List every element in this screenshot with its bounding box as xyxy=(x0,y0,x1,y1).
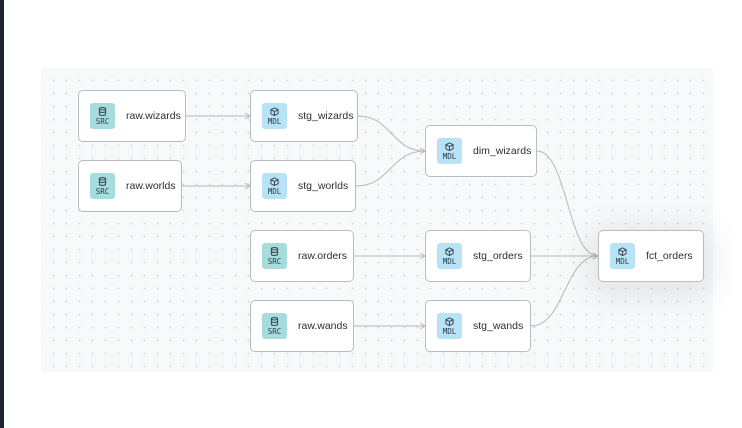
node-label: stg_worlds xyxy=(298,180,349,192)
badge-text: MDL xyxy=(442,151,457,161)
node-stg-wizards[interactable]: MDL stg_wizards xyxy=(250,90,358,142)
node-raw-orders[interactable]: SRC raw.orders xyxy=(250,230,354,282)
node-label: raw.orders xyxy=(298,250,348,262)
badge-text: MDL xyxy=(615,256,630,266)
node-label: stg_wands xyxy=(473,320,524,332)
node-label: dim_wizards xyxy=(473,145,532,157)
badge-text: MDL xyxy=(267,116,282,126)
node-fct-orders[interactable]: MDL fct_orders xyxy=(598,230,704,282)
cube-icon xyxy=(270,106,279,117)
cube-icon xyxy=(445,246,454,257)
source-badge: SRC xyxy=(90,103,115,129)
node-label: fct_orders xyxy=(646,250,693,262)
model-badge: MDL xyxy=(262,103,287,129)
badge-text: MDL xyxy=(442,326,457,336)
source-badge: SRC xyxy=(90,173,115,199)
node-stg-orders[interactable]: MDL stg_orders xyxy=(425,230,531,282)
badge-text: SRC xyxy=(95,116,110,126)
node-raw-wizards[interactable]: SRC raw.wizards xyxy=(78,90,186,142)
source-badge: SRC xyxy=(262,243,287,269)
badge-text: SRC xyxy=(95,186,110,196)
node-label: raw.wizards xyxy=(126,110,181,122)
node-stg-worlds[interactable]: MDL stg_worlds xyxy=(250,160,356,212)
node-dim-wizards[interactable]: MDL dim_wizards xyxy=(425,125,537,177)
cube-icon xyxy=(445,316,454,327)
badge-text: MDL xyxy=(442,256,457,266)
model-badge: MDL xyxy=(437,243,462,269)
database-icon xyxy=(98,176,107,187)
node-label: raw.worlds xyxy=(126,180,176,192)
database-icon xyxy=(270,246,279,257)
node-raw-worlds[interactable]: SRC raw.worlds xyxy=(78,160,182,212)
cube-icon xyxy=(445,141,454,152)
badge-text: MDL xyxy=(267,186,282,196)
node-label: raw.wands xyxy=(298,320,348,332)
node-label: stg_wizards xyxy=(298,110,354,122)
database-icon xyxy=(98,106,107,117)
node-raw-wands[interactable]: SRC raw.wands xyxy=(250,300,354,352)
window-edge xyxy=(0,0,4,428)
cube-icon xyxy=(270,176,279,187)
badge-text: SRC xyxy=(267,326,282,336)
cube-icon xyxy=(618,246,627,257)
node-stg-wands[interactable]: MDL stg_wands xyxy=(425,300,531,352)
source-badge: SRC xyxy=(262,313,287,339)
model-badge: MDL xyxy=(437,138,462,164)
model-badge: MDL xyxy=(262,173,287,199)
badge-text: SRC xyxy=(267,256,282,266)
model-badge: MDL xyxy=(610,243,635,269)
node-label: stg_orders xyxy=(473,250,523,262)
model-badge: MDL xyxy=(437,313,462,339)
database-icon xyxy=(270,316,279,327)
